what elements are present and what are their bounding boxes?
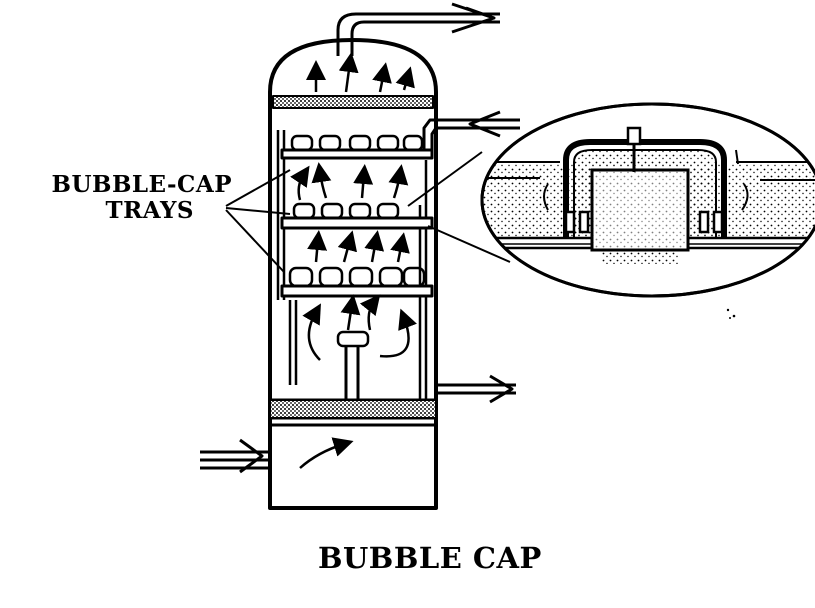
trays-label-line1: BUBBLE-CAP xyxy=(51,171,232,198)
magnify-lines xyxy=(407,151,511,263)
detail-magnifier xyxy=(480,102,815,298)
packing-layer xyxy=(269,399,437,419)
diagram-caption: BUBBLE CAP xyxy=(318,541,542,575)
downcomers xyxy=(276,130,428,400)
dome-vapor-arrows xyxy=(306,52,415,93)
bottom-chamber-arrows xyxy=(302,294,417,361)
tray-gap-arrows-upper xyxy=(290,162,409,201)
tray-3 xyxy=(280,266,434,298)
demister-pad xyxy=(272,95,434,109)
column-body xyxy=(268,38,438,510)
speck-marks xyxy=(726,308,736,319)
tray-1 xyxy=(280,134,434,160)
side-outlet-pipe xyxy=(436,374,516,404)
trays-label: BUBBLE-CAP TRAYS xyxy=(42,172,232,224)
reflux-inlet-pipe xyxy=(422,110,520,150)
sump-flow-arrow xyxy=(299,437,354,469)
top-outlet-pipe xyxy=(336,2,500,56)
tray-2 xyxy=(280,202,434,230)
tray-gap-arrows-lower xyxy=(307,230,410,263)
feed-inlet-pipe xyxy=(200,438,270,474)
tray-callout-lines xyxy=(225,169,291,273)
trays-label-line2: TRAYS xyxy=(105,197,194,224)
bottom-center-cap xyxy=(336,330,370,400)
